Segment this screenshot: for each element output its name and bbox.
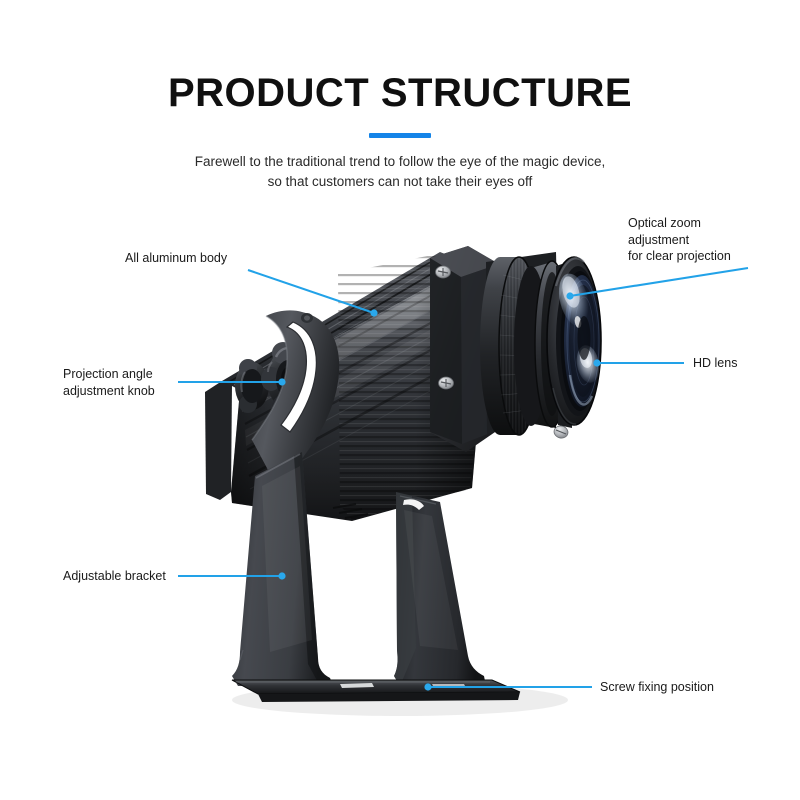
body-bottom-vents xyxy=(332,503,369,519)
bracket-base-plate xyxy=(231,679,521,702)
lens-barrel xyxy=(480,252,602,436)
page-title: PRODUCT STRUCTURE xyxy=(167,71,633,115)
base-screw-slot-left xyxy=(340,683,374,688)
accent-bar xyxy=(369,133,431,138)
bracket-right-leg xyxy=(394,492,486,686)
callout-all-aluminum-body: All aluminum body xyxy=(125,251,228,265)
bracket-pivot-screw xyxy=(301,313,313,323)
subtitle-line-1: Farewell to the traditional trend to fol… xyxy=(194,154,606,169)
bracket-rear-arm xyxy=(251,310,340,478)
bracket-left-leg xyxy=(232,452,333,686)
flange-screw-bottom xyxy=(438,376,454,390)
callout-screw-fixing-position: Screw fixing position xyxy=(600,680,714,694)
callout-projection-angle-adjustment-knob: Projection angle adjustment knob xyxy=(63,367,155,398)
callout-hd-lens: HD lens xyxy=(693,356,738,370)
callout-optical-zoom-adjustment: Optical zoom adjustment for clear projec… xyxy=(628,216,731,263)
flange-screw-top xyxy=(435,265,451,279)
flange-screw-corner xyxy=(553,425,569,439)
subtitle-line-2: so that customers can not take their eye… xyxy=(267,173,533,189)
callout-adjustable-bracket: Adjustable bracket xyxy=(63,569,166,583)
base-screw-slot-right xyxy=(432,684,466,688)
header: PRODUCT STRUCTURE Farewell to the tradit… xyxy=(0,0,800,191)
subtitle: Farewell to the traditional trend to fol… xyxy=(120,152,680,191)
knob-rear xyxy=(235,359,269,413)
body-rear-cap xyxy=(205,381,232,500)
